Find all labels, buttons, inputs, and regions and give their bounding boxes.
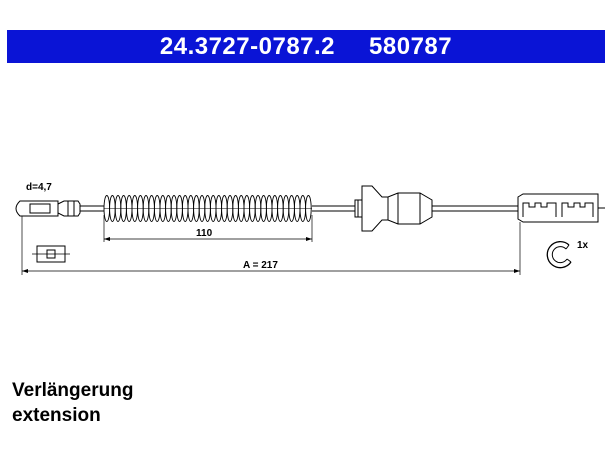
cable-end-cap (15, 200, 59, 217)
left-ferrule (57, 200, 81, 217)
clip-quantity-label: 1x (577, 240, 589, 251)
right-connector (517, 193, 599, 223)
reference-number: 580787 (369, 32, 453, 60)
cable-end-slot (29, 203, 51, 214)
caption-german: Verlängerung (12, 380, 134, 401)
caption-english: extension (12, 405, 101, 426)
rubber-boot (354, 185, 433, 232)
diameter-label: d=4,7 (26, 182, 52, 193)
total-length-label: A = 217 (243, 260, 278, 271)
spring-length-label: 110 (196, 228, 213, 239)
part-number: 24.3727-0787.2 (159, 32, 336, 60)
retaining-clip (546, 241, 572, 269)
header-bar: 24.3727-0787.2 580787 (7, 30, 605, 63)
